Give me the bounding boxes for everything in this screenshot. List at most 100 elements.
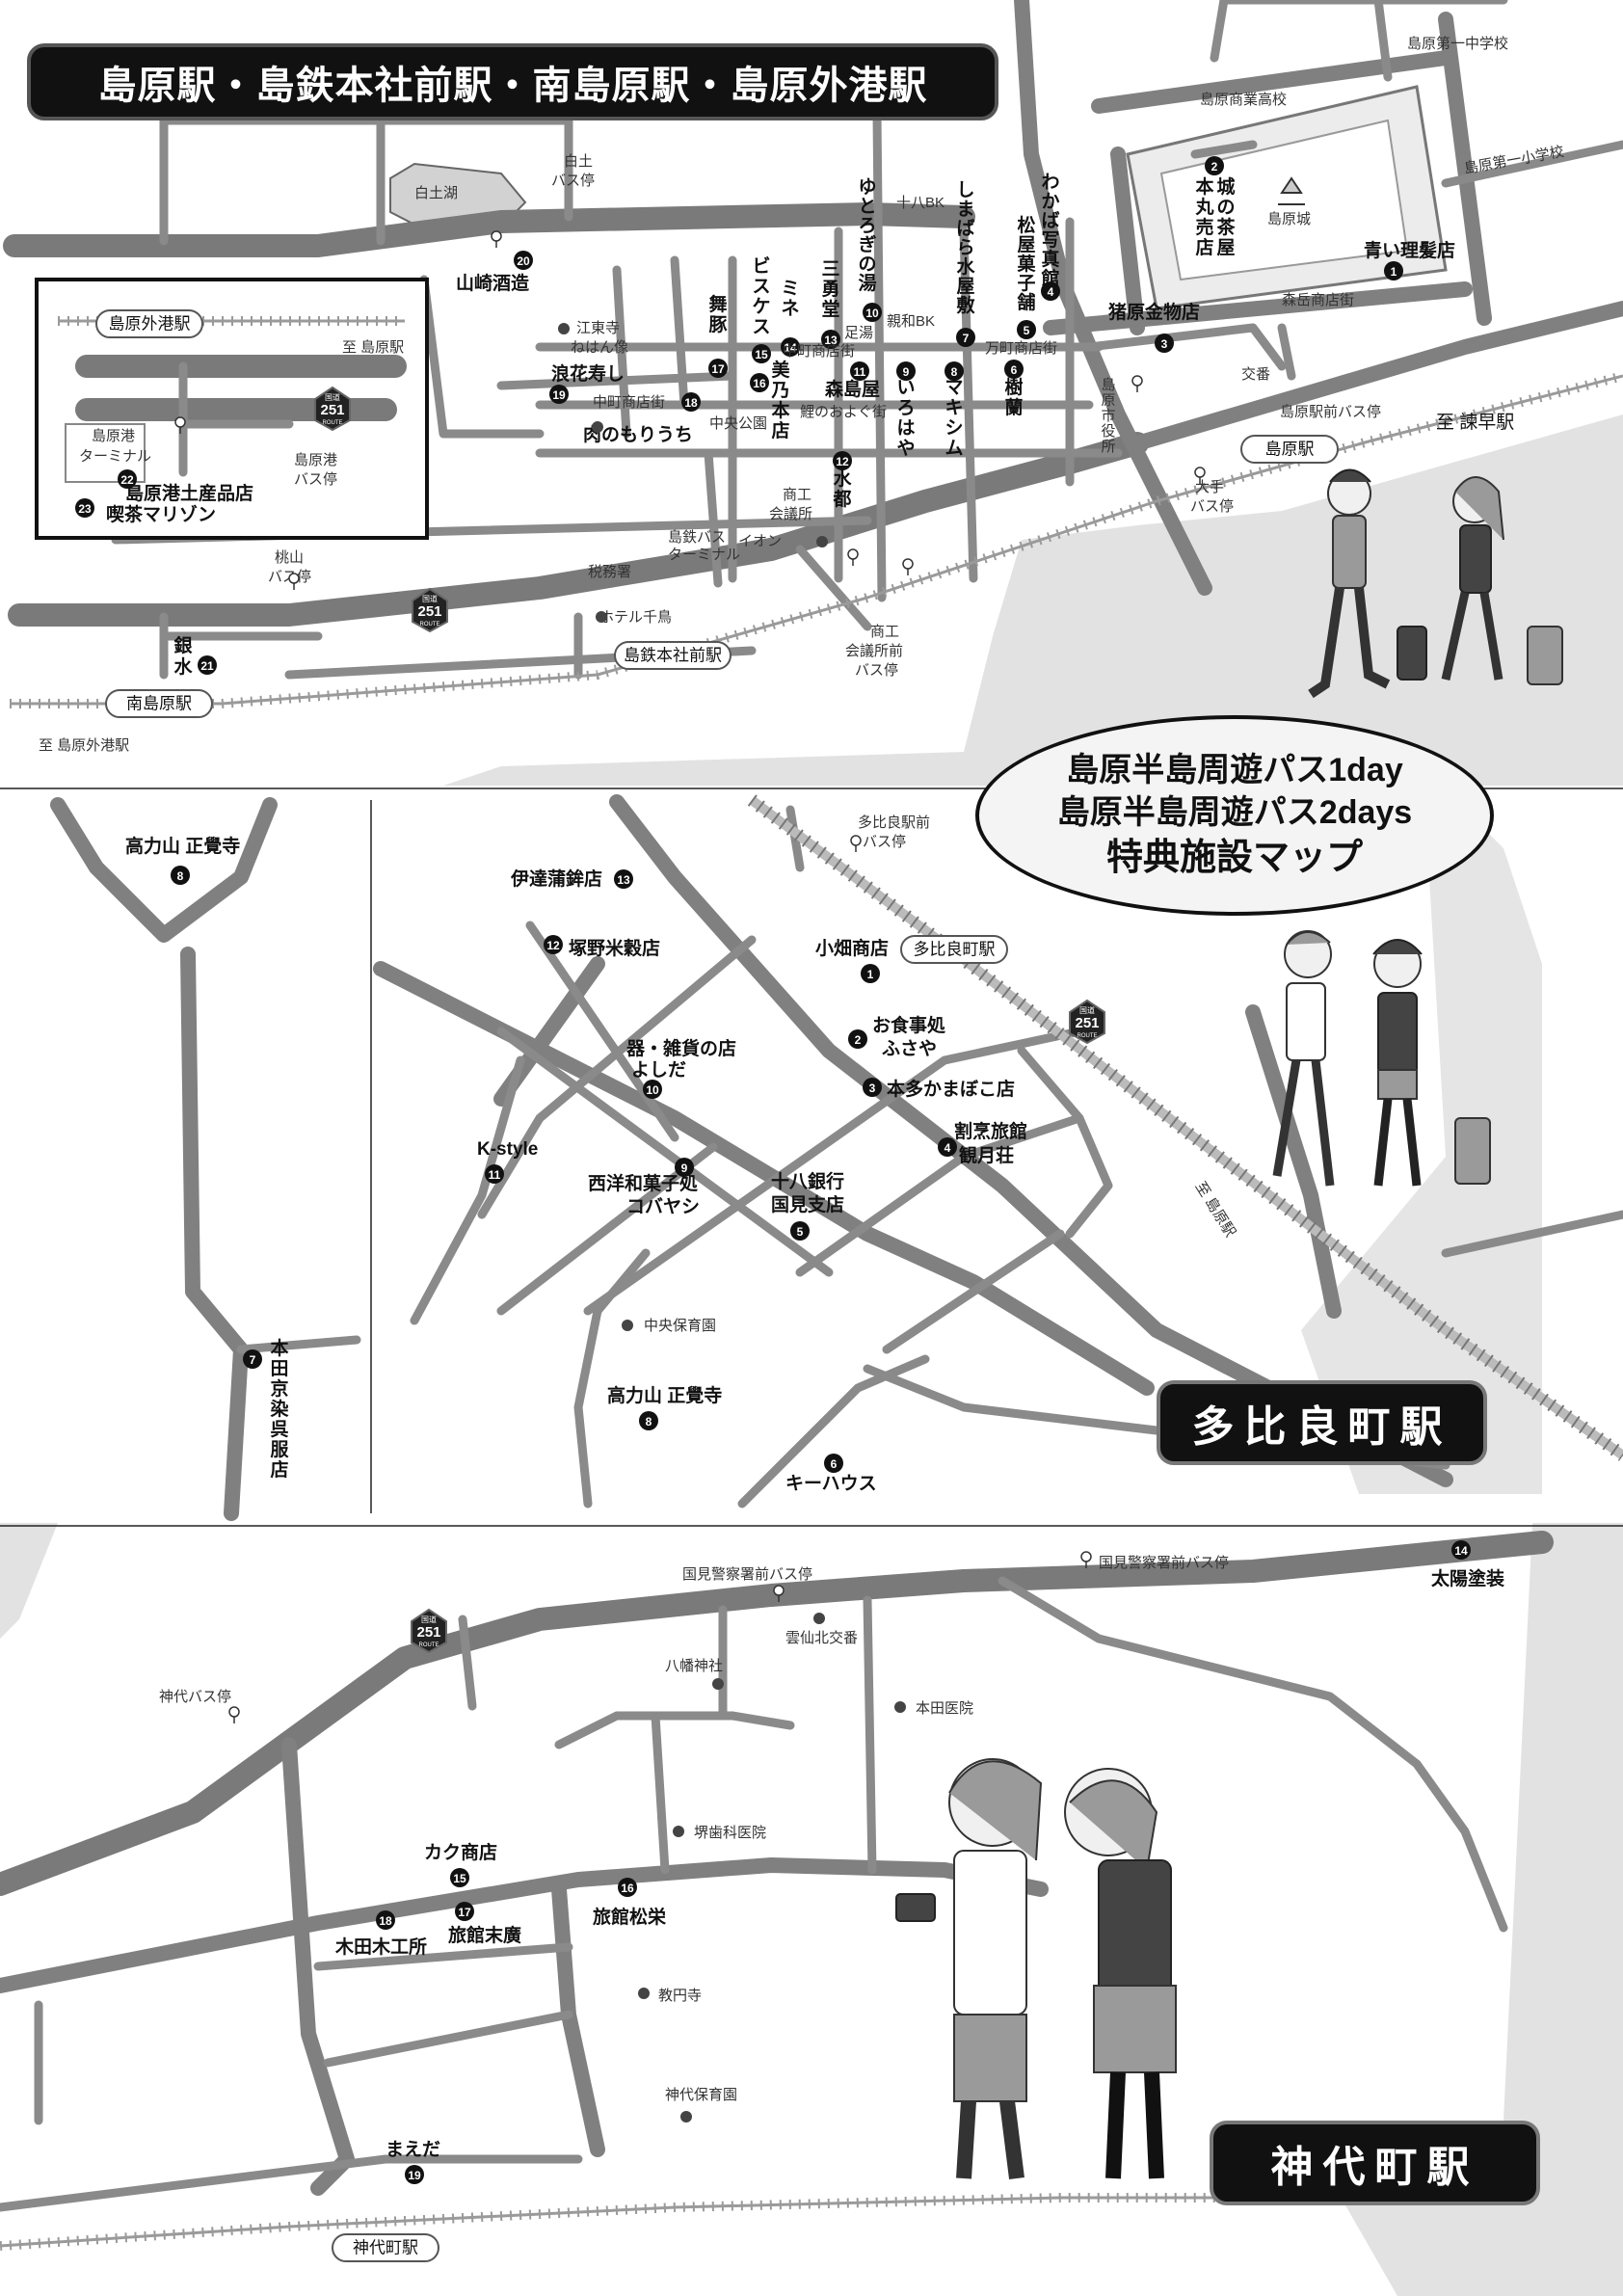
road-diag-6 [795, 1113, 1084, 1277]
facility-number-badge: 3 [863, 1078, 882, 1097]
road-diag-4 [583, 1027, 1084, 1316]
svg-text:国道: 国道 [421, 1615, 437, 1624]
svg-text:ネ: ネ [781, 298, 799, 319]
svg-text:城: 城 [1216, 175, 1235, 198]
facility-number-badge: 14 [781, 337, 800, 357]
facility-number-badge: 10 [863, 303, 882, 322]
street-v8 [704, 448, 723, 588]
road-vertical-right [1014, 0, 1212, 596]
road-right [1245, 1004, 1342, 1319]
bus-stop-icon [1080, 1551, 1092, 1568]
station-sign: 多比良町駅 [900, 935, 1008, 964]
facility-number-badge: 17 [708, 359, 728, 378]
svg-text:7: 7 [963, 332, 970, 345]
landmark-label: 万町商店街 [985, 340, 1057, 357]
map-label: K-style [477, 1139, 538, 1160]
landmark-label: バス停 [294, 471, 337, 488]
svg-text:17: 17 [458, 1906, 471, 1919]
landmark-label: 十八BK [896, 195, 945, 211]
street-e2 [1277, 323, 1296, 381]
svg-text:神代町駅: 神代町駅 [353, 2239, 418, 2257]
svg-text:22: 22 [120, 473, 134, 487]
road-shimabara-ekimae [1130, 301, 1623, 451]
landmark-label: バス停 [1190, 498, 1234, 515]
svg-text:ス: ス [752, 277, 770, 297]
landmark-label: 教円寺 [658, 1988, 702, 2004]
svg-text:館: 館 [1041, 267, 1059, 289]
facility-name-vertical: 舞豚 [708, 293, 728, 335]
svg-text:呉: 呉 [270, 1419, 288, 1440]
inset-road-branch [236, 1335, 361, 1354]
road-bottom-1 [737, 1354, 930, 1508]
landmark-label: イオン [738, 533, 782, 549]
road-s3-west [281, 1737, 355, 2196]
landmark-dot-icon [813, 1613, 825, 1624]
facility-number-badge: 13 [821, 330, 840, 349]
map-label: 森島屋 [825, 378, 880, 400]
facility-name-vertical: 樹蘭 [1004, 376, 1023, 418]
svg-text:ば: ば [1041, 210, 1059, 231]
facility-name-vertical: 銀水 [173, 634, 193, 678]
svg-text:7: 7 [250, 1353, 256, 1367]
svg-text:銀: 銀 [173, 634, 192, 656]
suitcase-icon [1454, 1117, 1491, 1185]
map-label: コバヤシ [626, 1196, 700, 1217]
svg-text:売: 売 [1195, 216, 1213, 238]
facility-number-badge: 5 [790, 1221, 810, 1241]
landmark-dot-icon [712, 1678, 724, 1690]
facility-number-badge: 19 [405, 2165, 424, 2184]
svg-text:18: 18 [684, 396, 698, 410]
svg-text:や: や [896, 438, 915, 459]
route-251-s3 [0, 1531, 1554, 1896]
svg-text:舞: 舞 [708, 293, 727, 315]
svg-text:17: 17 [711, 362, 725, 376]
svg-text:5: 5 [1024, 324, 1030, 337]
svg-text:2: 2 [855, 1033, 862, 1047]
rail-line-1-ties [10, 371, 1623, 708]
facility-number-badge: 8 [945, 361, 964, 381]
facility-number-badge: 10 [643, 1080, 662, 1099]
road-north-3 [1373, 0, 1393, 82]
station-sign: 島原外港駅 [95, 309, 203, 338]
landmark-label: 大手 [1195, 479, 1224, 495]
svg-text:は: は [896, 418, 915, 439]
map-label: 十八銀行 [771, 1170, 844, 1192]
landmark-dot-icon [816, 536, 828, 547]
svg-text:本: 本 [1195, 175, 1213, 198]
map-label: 肉のもりうち [583, 423, 693, 445]
map-label: お食事処 [872, 1014, 945, 1036]
svg-text:屋: 屋 [1017, 234, 1035, 255]
street-e3 [1084, 323, 1287, 371]
landmark-label: バス停 [551, 173, 595, 189]
svg-text:敷: 敷 [956, 294, 975, 316]
landmark-label: 交番 [1241, 365, 1270, 383]
facility-number-badge: 23 [75, 498, 94, 518]
map-label: 喫茶マリゾン [106, 503, 216, 525]
svg-text:服: 服 [270, 1439, 289, 1460]
facility-number-badge: 17 [455, 1902, 474, 1921]
svg-text:ぎ: ぎ [858, 233, 876, 255]
landmark-label: 中町商店街 [783, 343, 855, 360]
facility-number-badge: 16 [618, 1878, 637, 1897]
facility-number-badge: 18 [376, 1910, 395, 1930]
map-label: 本多かまぼこ店 [887, 1078, 1015, 1100]
svg-text:堂: 堂 [821, 299, 839, 320]
svg-text:美: 美 [771, 359, 790, 381]
main-road-top [3, 202, 975, 257]
road-s3-h1 [323, 2010, 573, 2068]
map-label: カク商店 [424, 1841, 497, 1863]
svg-text:島鉄本社前駅: 島鉄本社前駅 [624, 647, 722, 665]
sea-area-3b [1484, 1523, 1623, 2296]
svg-text:13: 13 [617, 873, 630, 887]
facility-number-badge: 7 [243, 1349, 262, 1369]
svg-text:12: 12 [836, 455, 849, 468]
bus-stop-icon [902, 558, 914, 575]
map-label: 小畑商店 [815, 937, 889, 959]
facility-number-badge: 3 [1155, 334, 1174, 353]
bus-stop-icon [228, 1706, 240, 1723]
landmark-label: 森岳商店街 [1282, 292, 1354, 308]
svg-text:ろ: ろ [896, 398, 915, 418]
